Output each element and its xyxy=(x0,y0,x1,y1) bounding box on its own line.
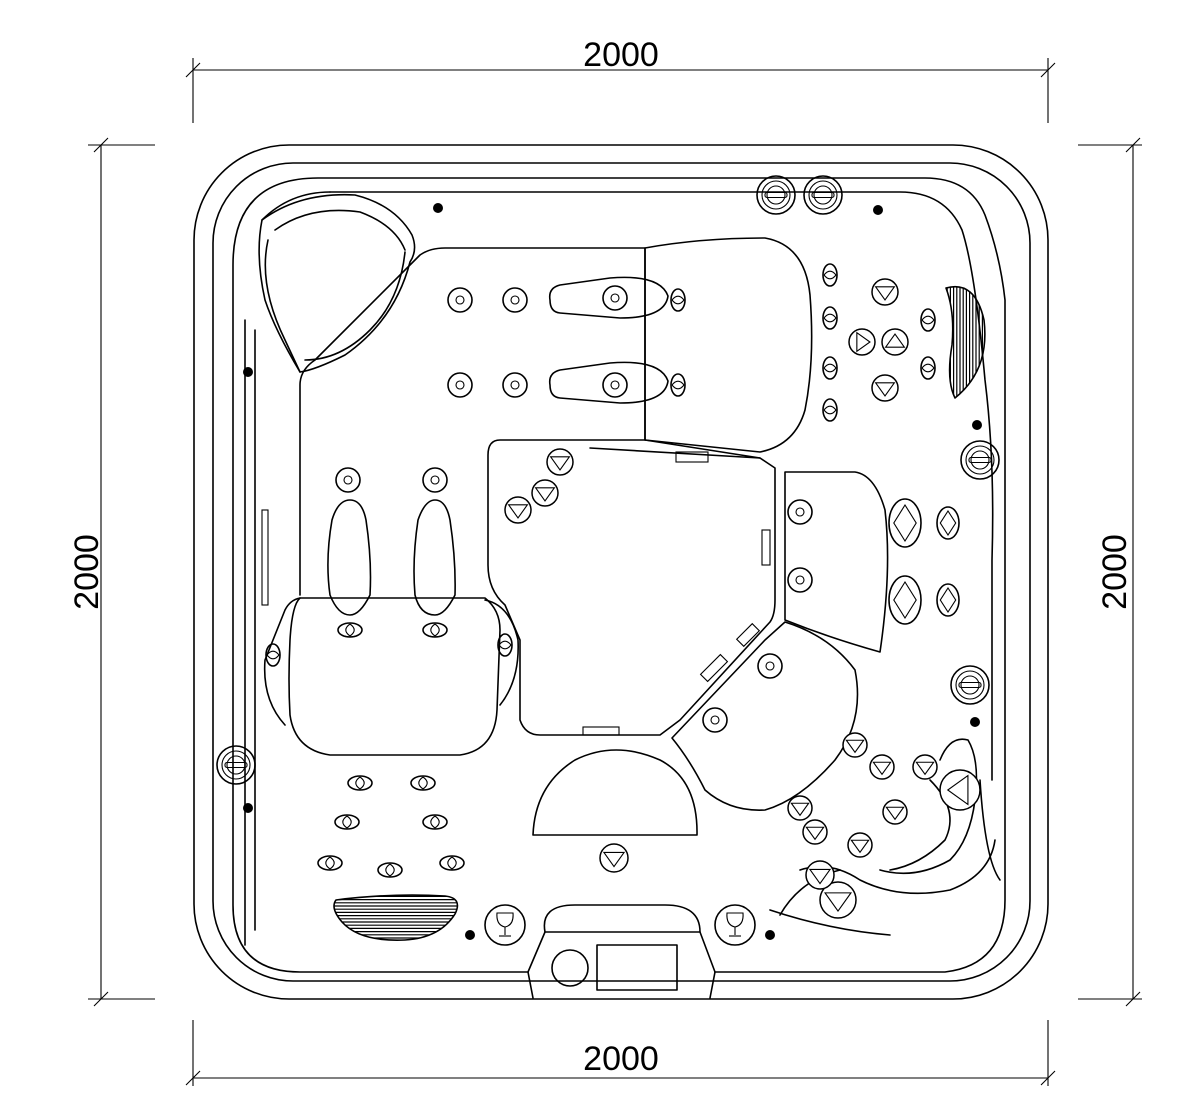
eye-jet-icon xyxy=(670,373,686,397)
right-seat-lower xyxy=(671,621,859,811)
eye-jet-icon xyxy=(822,306,838,330)
ring-jet-icon xyxy=(702,707,728,733)
left-seat xyxy=(288,597,501,756)
eye-jet-icon xyxy=(410,775,436,791)
light-dot xyxy=(433,203,443,213)
cup-holder-left xyxy=(484,904,526,946)
eye-jet-icon xyxy=(670,288,686,312)
eye-jet-icon xyxy=(422,814,448,830)
triangle-jets xyxy=(504,278,981,919)
led-lights xyxy=(243,203,982,940)
ring-jet-icon xyxy=(447,287,473,313)
ring-jet-icon xyxy=(335,467,361,493)
triangle-jet-icon xyxy=(805,860,835,890)
diamond-jets xyxy=(888,498,960,625)
triangle-jet-icon xyxy=(882,799,908,825)
ring-jet-icon xyxy=(757,653,783,679)
light-dot xyxy=(972,420,982,430)
ring-jet-icon xyxy=(447,372,473,398)
triangle-jet-icon xyxy=(546,448,574,476)
dimension-right: 2000 xyxy=(1078,137,1142,1007)
cup-holder-right xyxy=(714,904,756,946)
headrest-right xyxy=(945,285,986,399)
eye-jet-icon xyxy=(920,356,936,380)
ring-jet-icon xyxy=(787,567,813,593)
ring-jets xyxy=(335,285,813,733)
valve-icon xyxy=(756,175,796,215)
valve-icon xyxy=(216,745,256,785)
dimension-left-label: 2000 xyxy=(68,534,106,610)
triangle-jet-icon xyxy=(531,479,559,507)
eye-jet-icon xyxy=(822,356,838,380)
triangle-jet-icon xyxy=(819,881,857,919)
eye-jet-icon xyxy=(822,398,838,422)
light-dot xyxy=(873,205,883,215)
ring-jet-icon xyxy=(422,467,448,493)
eye-jet-icon xyxy=(334,814,360,830)
eye-jet-icon xyxy=(822,263,838,287)
light-dot xyxy=(243,803,253,813)
triangle-jet-icon xyxy=(599,843,629,873)
triangle-jet-icon xyxy=(504,496,532,524)
dimension-right-label: 2000 xyxy=(1096,534,1134,610)
diamond-jet-icon xyxy=(888,498,922,548)
eye-jet-icon xyxy=(347,775,373,791)
front-step xyxy=(532,749,698,836)
eye-jet-icon xyxy=(439,855,465,871)
eye-jet-icon xyxy=(317,855,343,871)
eye-jet-icon xyxy=(265,643,281,667)
triangle-jet-icon xyxy=(912,754,938,780)
dimension-top: 2000 xyxy=(185,36,1056,123)
filter-slots xyxy=(582,451,771,736)
light-dot xyxy=(465,930,475,940)
valve-icon xyxy=(950,665,990,705)
triangle-jet-icon xyxy=(869,754,895,780)
diamond-jet-icon xyxy=(936,506,960,540)
ring-jet-icon xyxy=(787,499,813,525)
triangle-jet-icon xyxy=(871,374,899,402)
lounge-seat xyxy=(644,237,813,453)
corner-chair xyxy=(258,193,416,373)
footwell-floor xyxy=(299,247,776,736)
eye-jet-icon xyxy=(920,308,936,332)
light-dot xyxy=(765,930,775,940)
ring-jet-icon xyxy=(502,287,528,313)
triangle-jet-icon xyxy=(881,328,909,356)
ring-jet-icon xyxy=(602,372,628,398)
dimension-left: 2000 xyxy=(68,137,155,1007)
light-dot xyxy=(970,717,980,727)
control-display xyxy=(596,944,678,991)
dimension-bottom-label: 2000 xyxy=(583,1040,659,1078)
triangle-jet-icon xyxy=(802,819,828,845)
eye-jet-icon xyxy=(497,633,513,657)
tub-outer-shell xyxy=(193,144,1049,1000)
pillow-jet-slots xyxy=(327,276,669,616)
triangle-jet-icon xyxy=(939,769,981,811)
triangle-jet-icon xyxy=(848,328,876,356)
ring-jet-icon xyxy=(602,285,628,311)
control-panel-area xyxy=(543,904,701,991)
tub-inner-wall xyxy=(244,191,1001,946)
eye-jet-icon xyxy=(422,622,448,638)
speaker-icon xyxy=(551,949,589,987)
valve-icon xyxy=(803,175,843,215)
diamond-jet-icon xyxy=(888,575,922,625)
dimension-bottom: 2000 xyxy=(185,1020,1056,1086)
headrest-bottom xyxy=(333,894,459,941)
triangle-jet-icon xyxy=(871,278,899,306)
diamond-jet-icon xyxy=(936,583,960,617)
eye-jet-icon xyxy=(377,862,403,878)
right-seat-upper xyxy=(784,471,889,653)
ring-jet-icon xyxy=(502,372,528,398)
eye-jets xyxy=(265,263,936,878)
triangle-jet-icon xyxy=(847,832,873,858)
light-dot xyxy=(243,367,253,377)
dimension-top-label: 2000 xyxy=(583,36,659,74)
diverter-valves xyxy=(216,175,1000,785)
triangle-jet-icon xyxy=(787,795,813,821)
triangle-jet-icon xyxy=(842,732,868,758)
eye-jet-icon xyxy=(337,622,363,638)
valve-icon xyxy=(960,440,1000,480)
